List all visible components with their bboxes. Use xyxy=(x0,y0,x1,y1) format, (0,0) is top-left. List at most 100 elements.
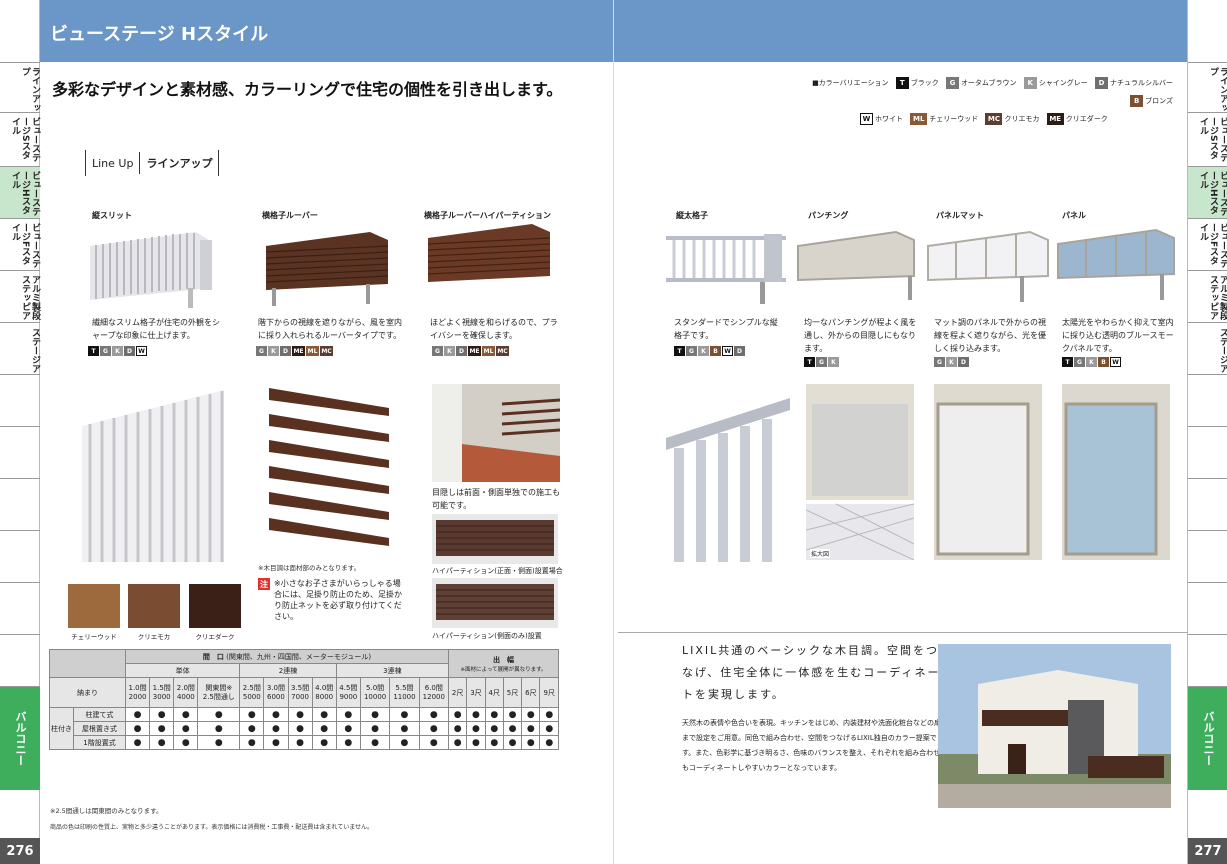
tab-h-style[interactable]: ビューステージHスタイル xyxy=(1188,166,1227,218)
tab-h-style[interactable]: ビューステージHスタイル xyxy=(0,166,40,218)
lineup-heading: Line Up ラインアップ xyxy=(85,150,220,176)
tab-empty xyxy=(0,582,40,634)
availability-mark: ● xyxy=(466,721,486,736)
warning-text: ※小さなお子さまがいらっしゃる場合には、足掛り防止のため、足掛かり防止ネットを必… xyxy=(274,579,402,621)
availability-mark: ● xyxy=(263,707,289,722)
product-desc: 均一なパンチングが程よく風を通し、外からの目隠しにもなります。 xyxy=(804,318,917,353)
spec-table: 間 口 (関東間、九州・四国間、メーターモジュール) 出 幅※面材によって展開が… xyxy=(49,649,559,750)
availability-mark: ● xyxy=(311,721,337,736)
group-header: 3連棟 xyxy=(335,663,450,678)
row-label: 屋根置き式 xyxy=(73,721,126,736)
availability-mark: ● xyxy=(484,707,504,722)
product-image-punching xyxy=(797,230,915,300)
right-page: ラインアップ ビューステージSスタイル ビューステージHスタイル ビューステージ… xyxy=(614,0,1227,864)
swatch-label: クリエモカ xyxy=(137,633,171,641)
page-number: 276 xyxy=(0,838,40,864)
page-header: ビューステージ Hスタイル xyxy=(40,0,613,62)
depth-header: 5尺 xyxy=(502,677,523,708)
footnote: 商品の色は印刷の性質上、実物と多少違うことがあります。表示価格には消費税・工事費… xyxy=(50,824,374,831)
row-label: 1階設置式 xyxy=(73,735,126,750)
divider xyxy=(618,632,1188,633)
color-var-title: ■カラーバリエーション xyxy=(812,79,889,87)
availability-mark: ● xyxy=(335,721,361,736)
product-desc: 繊細なスリム格子が住宅の外観をシャープな印象に仕上げます。 xyxy=(92,318,220,340)
depth-header: 6尺 xyxy=(521,677,541,708)
product-name: パンチング xyxy=(808,211,849,220)
page-title: ビューステージ Hスタイル xyxy=(50,24,269,45)
tab-empty xyxy=(1188,426,1227,478)
product-name: 縦スリット xyxy=(92,211,132,220)
tab-empty xyxy=(1188,634,1227,686)
product-desc: スタンダードでシンプルな縦格子です。 xyxy=(674,318,778,340)
availability-mark: ● xyxy=(287,721,313,736)
tab-s-style[interactable]: ビューステージSスタイル xyxy=(0,112,40,166)
tab-empty xyxy=(0,530,40,582)
maguchi-header: 間 口 (関東間、九州・四国間、メーターモジュール) xyxy=(125,649,449,664)
availability-mark: ● xyxy=(502,721,523,736)
tab-stagea[interactable]: ステージア xyxy=(1188,322,1227,374)
availability-mark: ● xyxy=(124,721,151,736)
product-name: 縦太格子 xyxy=(676,211,708,220)
product-image-louver xyxy=(265,232,389,306)
availability-mark: ● xyxy=(197,735,241,750)
availability-mark: ● xyxy=(359,735,391,750)
availability-mark: ● xyxy=(149,735,175,750)
availability-mark: ● xyxy=(311,707,337,722)
tab-steppia[interactable]: アルミ製段ステッピア xyxy=(1188,270,1227,322)
tab-lineup[interactable]: ラインアップ xyxy=(0,62,40,112)
availability-mark: ● xyxy=(359,707,391,722)
availability-mark: ● xyxy=(521,707,541,722)
tab-empty xyxy=(0,374,40,426)
availability-mark: ● xyxy=(263,735,289,750)
tab-empty xyxy=(0,634,40,686)
deyuki-header: 出 幅※面材によって展開が異なります。 xyxy=(448,649,559,678)
tab-empty xyxy=(1188,478,1227,530)
tab-empty xyxy=(1188,374,1227,426)
product-desc: ほどよく視線を和らげるので、プライバシーを確保します。 xyxy=(430,318,558,340)
product-name: 横格子ルーバーハイパーティション xyxy=(424,211,551,220)
product-desc: 階下からの視線を遮りながら、風を室内に採り入れられるルーバータイプです。 xyxy=(258,318,402,340)
availability-mark: ● xyxy=(447,735,468,750)
left-tab-column: ラインアップ ビューステージSスタイル ビューステージHスタイル ビューステージ… xyxy=(0,0,40,864)
swatch-label: クリエダーク xyxy=(195,633,235,641)
availability-mark: ● xyxy=(173,735,199,750)
panel-mat-closeup-image xyxy=(934,384,1042,560)
tab-lineup[interactable]: ラインアップ xyxy=(1188,62,1227,112)
product-name: パネルマット xyxy=(936,211,984,220)
tab-f-style[interactable]: ビューステージFスタイル xyxy=(1188,218,1227,270)
swatch-cherry-wood xyxy=(68,584,120,628)
tagline: 多彩なデザインと素材感、カラーリングで住宅の個性を引き出します。 xyxy=(52,80,563,99)
availability-mark: ● xyxy=(466,735,486,750)
availability-mark: ● xyxy=(484,735,504,750)
tab-steppia[interactable]: アルミ製段ステッピア xyxy=(0,270,40,322)
tab-f-style[interactable]: ビューステージFスタイル xyxy=(0,218,40,270)
zoom-label: 拡大図 xyxy=(810,549,831,558)
availability-mark: ● xyxy=(521,721,541,736)
partition-image-1 xyxy=(432,514,558,564)
availability-mark: ● xyxy=(239,721,265,736)
wood-copy: LIXIL共通のベーシックな木目調。空間をつなげ、住宅全体に一体感を生むコーディ… xyxy=(682,644,941,701)
tab-stagea[interactable]: ステージア xyxy=(0,322,40,374)
partition-photo xyxy=(432,384,560,482)
availability-mark: ● xyxy=(539,735,559,750)
tab-s-style[interactable]: ビューステージSスタイル xyxy=(1188,112,1227,166)
row-label: 柱建て式 xyxy=(73,707,126,722)
tab-empty xyxy=(1188,530,1227,582)
right-tab-column: ラインアップ ビューステージSスタイル ビューステージHスタイル ビューステージ… xyxy=(1187,0,1227,864)
availability-mark: ● xyxy=(418,707,450,722)
tab-balcony[interactable]: バルコニー xyxy=(0,686,40,790)
availability-mark: ● xyxy=(287,735,313,750)
page-header xyxy=(614,0,1187,62)
product-image-vertical-slit xyxy=(90,232,212,308)
tab-balcony[interactable]: バルコニー xyxy=(1188,686,1227,790)
availability-mark: ● xyxy=(124,707,151,722)
